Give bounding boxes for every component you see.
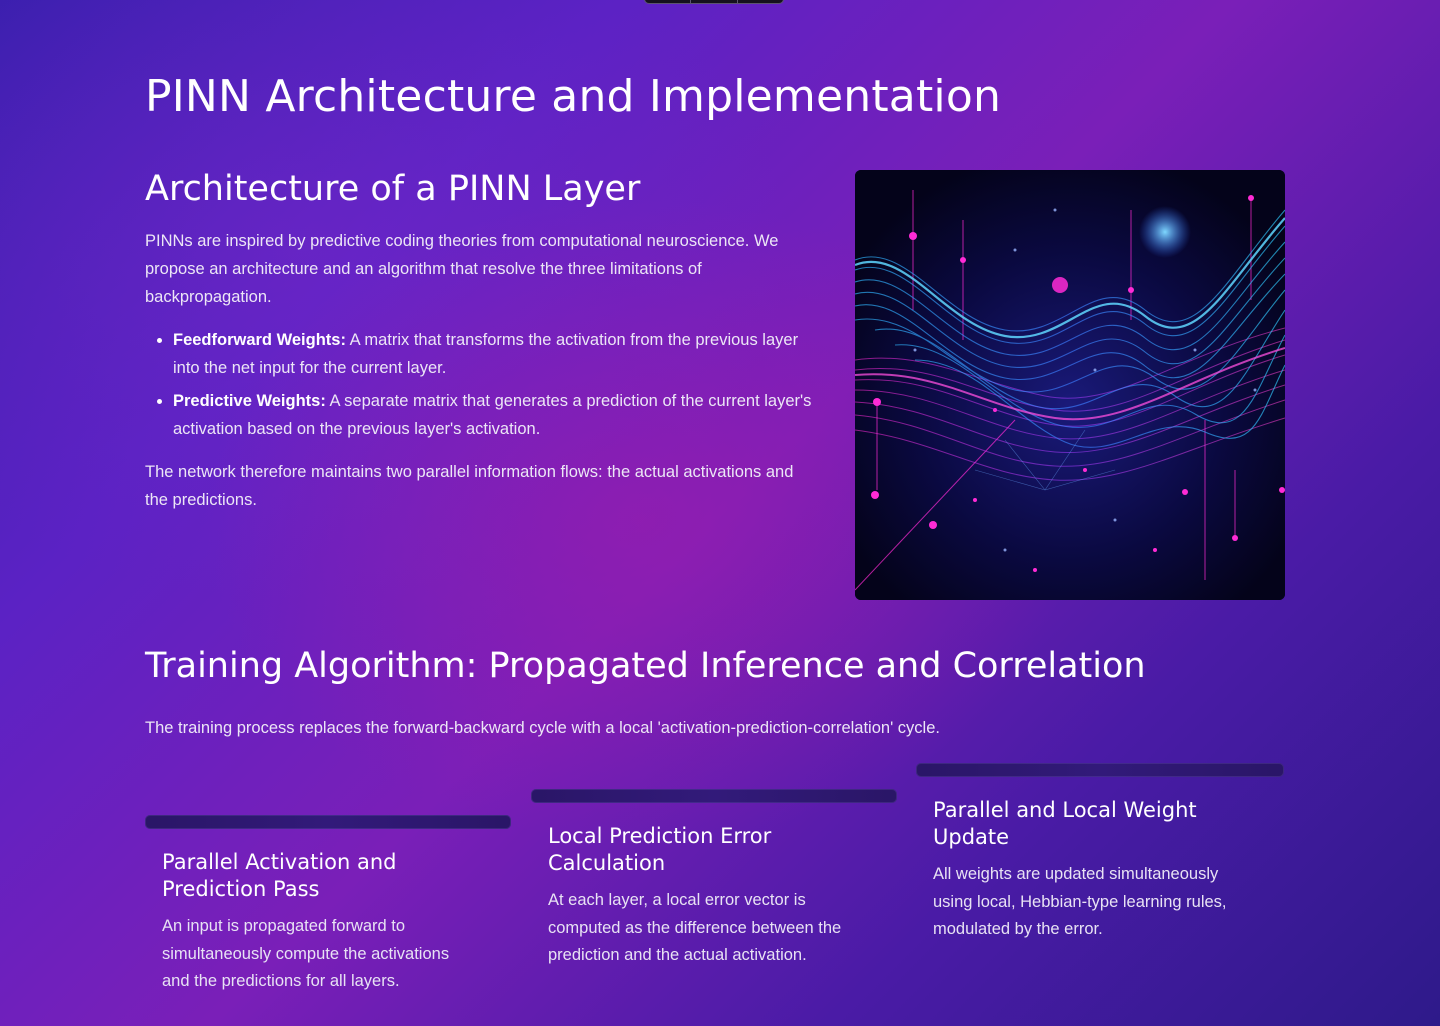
step-description: An input is propagated forward to simult… bbox=[162, 917, 450, 990]
architecture-text: PINNs are inspired by predictive coding … bbox=[145, 227, 813, 529]
top-tab-handle[interactable] bbox=[644, 0, 784, 4]
step-card-error-calculation: Local Prediction Error Calculation At ea… bbox=[531, 789, 897, 970]
step-title: Local Prediction Error Calculation bbox=[548, 824, 772, 875]
step-description: At each layer, a local error vector is c… bbox=[548, 891, 842, 964]
architecture-outro: The network therefore maintains two para… bbox=[145, 463, 794, 509]
abstract-neural-wave-image bbox=[855, 170, 1285, 600]
bullet-term: Feedforward Weights: bbox=[173, 331, 346, 349]
step-description: All weights are updated simultaneously u… bbox=[933, 865, 1227, 938]
bullet-feedforward-weights: Feedforward Weights: A matrix that trans… bbox=[173, 326, 813, 382]
step-bar bbox=[531, 789, 897, 803]
step-title: Parallel Activation and Prediction Pass bbox=[162, 850, 397, 901]
bullet-term: Predictive Weights: bbox=[173, 392, 326, 410]
bullet-text: A separate matrix that generates a predi… bbox=[173, 392, 812, 438]
step-title: Parallel and Local Weight Update bbox=[933, 798, 1197, 849]
architecture-bullet-list: Feedforward Weights: A matrix that trans… bbox=[145, 326, 813, 443]
architecture-title: Architecture of a PINN Layer bbox=[145, 169, 641, 209]
step-card-activation-pass: Parallel Activation and Prediction Pass … bbox=[145, 815, 511, 996]
bullet-predictive-weights: Predictive Weights: A separate matrix th… bbox=[173, 387, 813, 443]
step-card-weight-update: Parallel and Local Weight Update All wei… bbox=[916, 763, 1284, 944]
step-bar bbox=[145, 815, 511, 829]
training-title: Training Algorithm: Propagated Inference… bbox=[145, 646, 1146, 686]
bullet-text: A matrix that transforms the activation … bbox=[173, 331, 799, 377]
step-bar bbox=[916, 763, 1284, 777]
page-title: PINN Architecture and Implementation bbox=[145, 71, 1002, 122]
architecture-intro: PINNs are inspired by predictive coding … bbox=[145, 232, 779, 306]
training-intro: The training process replaces the forwar… bbox=[145, 719, 940, 737]
